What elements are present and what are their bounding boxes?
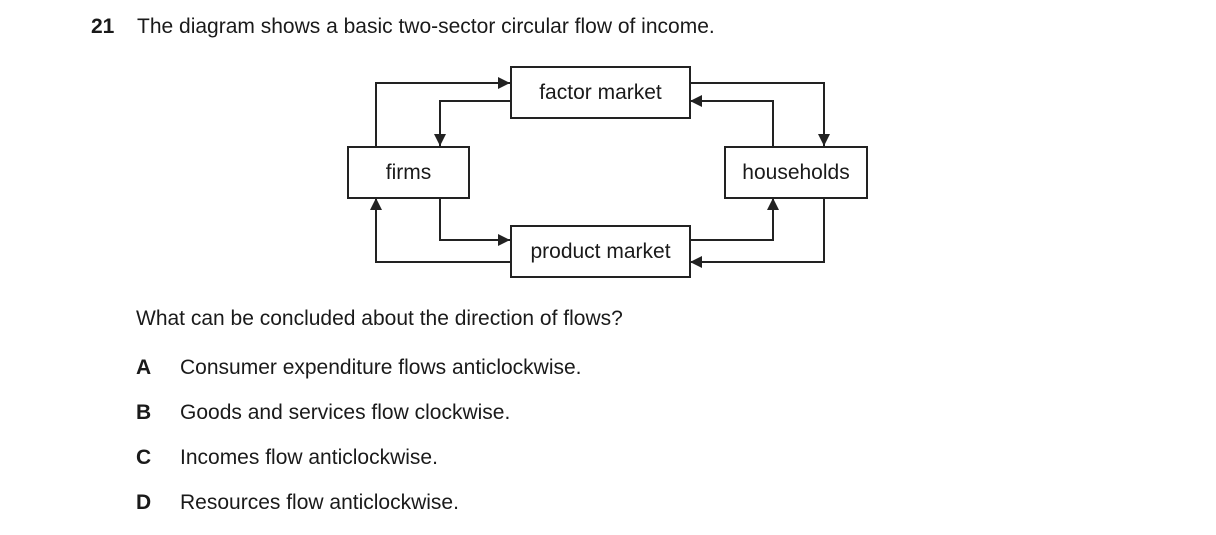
option-letter: A (136, 356, 152, 379)
flow-product-market-to-households (690, 198, 779, 241)
flow-factor-market-to-households (690, 82, 830, 146)
question-text: The diagram shows a basic two-sector cir… (137, 15, 715, 38)
option-letter: C (136, 446, 152, 469)
question-number: 21 (91, 15, 115, 38)
flow-factor-market-to-firms (434, 100, 510, 146)
households-box: households (724, 146, 868, 199)
flow-households-to-factor-market (690, 95, 774, 146)
flow-households-to-product-market (690, 198, 825, 268)
option-text: Incomes flow anticlockwise. (180, 446, 438, 469)
factor-market-box: factor market (510, 66, 691, 119)
flow-firms-to-product-market (439, 198, 510, 246)
option-text: Consumer expenditure flows anticlockwise… (180, 356, 582, 379)
product-market-box: product market (510, 225, 691, 278)
option-a[interactable]: A Consumer expenditure flows anticlockwis… (136, 355, 582, 381)
flow-product-market-to-firms (370, 198, 510, 263)
option-b[interactable]: B Goods and services flow clockwise. (136, 400, 510, 426)
option-letter: D (136, 491, 152, 514)
firms-label: firms (385, 160, 432, 184)
option-d[interactable]: D Resources flow anticlockwise. (136, 490, 459, 516)
flow-firms-to-factor-market (375, 77, 510, 146)
factor-market-label: factor market (539, 80, 662, 104)
firms-box: firms (347, 146, 470, 199)
option-text: Goods and services flow clockwise. (180, 401, 511, 424)
question-stem: What can be concluded about the directio… (136, 307, 623, 330)
option-c[interactable]: C Incomes flow anticlockwise. (136, 445, 438, 471)
flow-arrows (370, 77, 830, 268)
option-letter: B (136, 401, 152, 424)
households-label: households (742, 160, 850, 184)
circular-flow-diagram: factor market firms households product m… (347, 66, 868, 278)
product-market-label: product market (530, 239, 671, 263)
option-text: Resources flow anticlockwise. (180, 491, 459, 514)
